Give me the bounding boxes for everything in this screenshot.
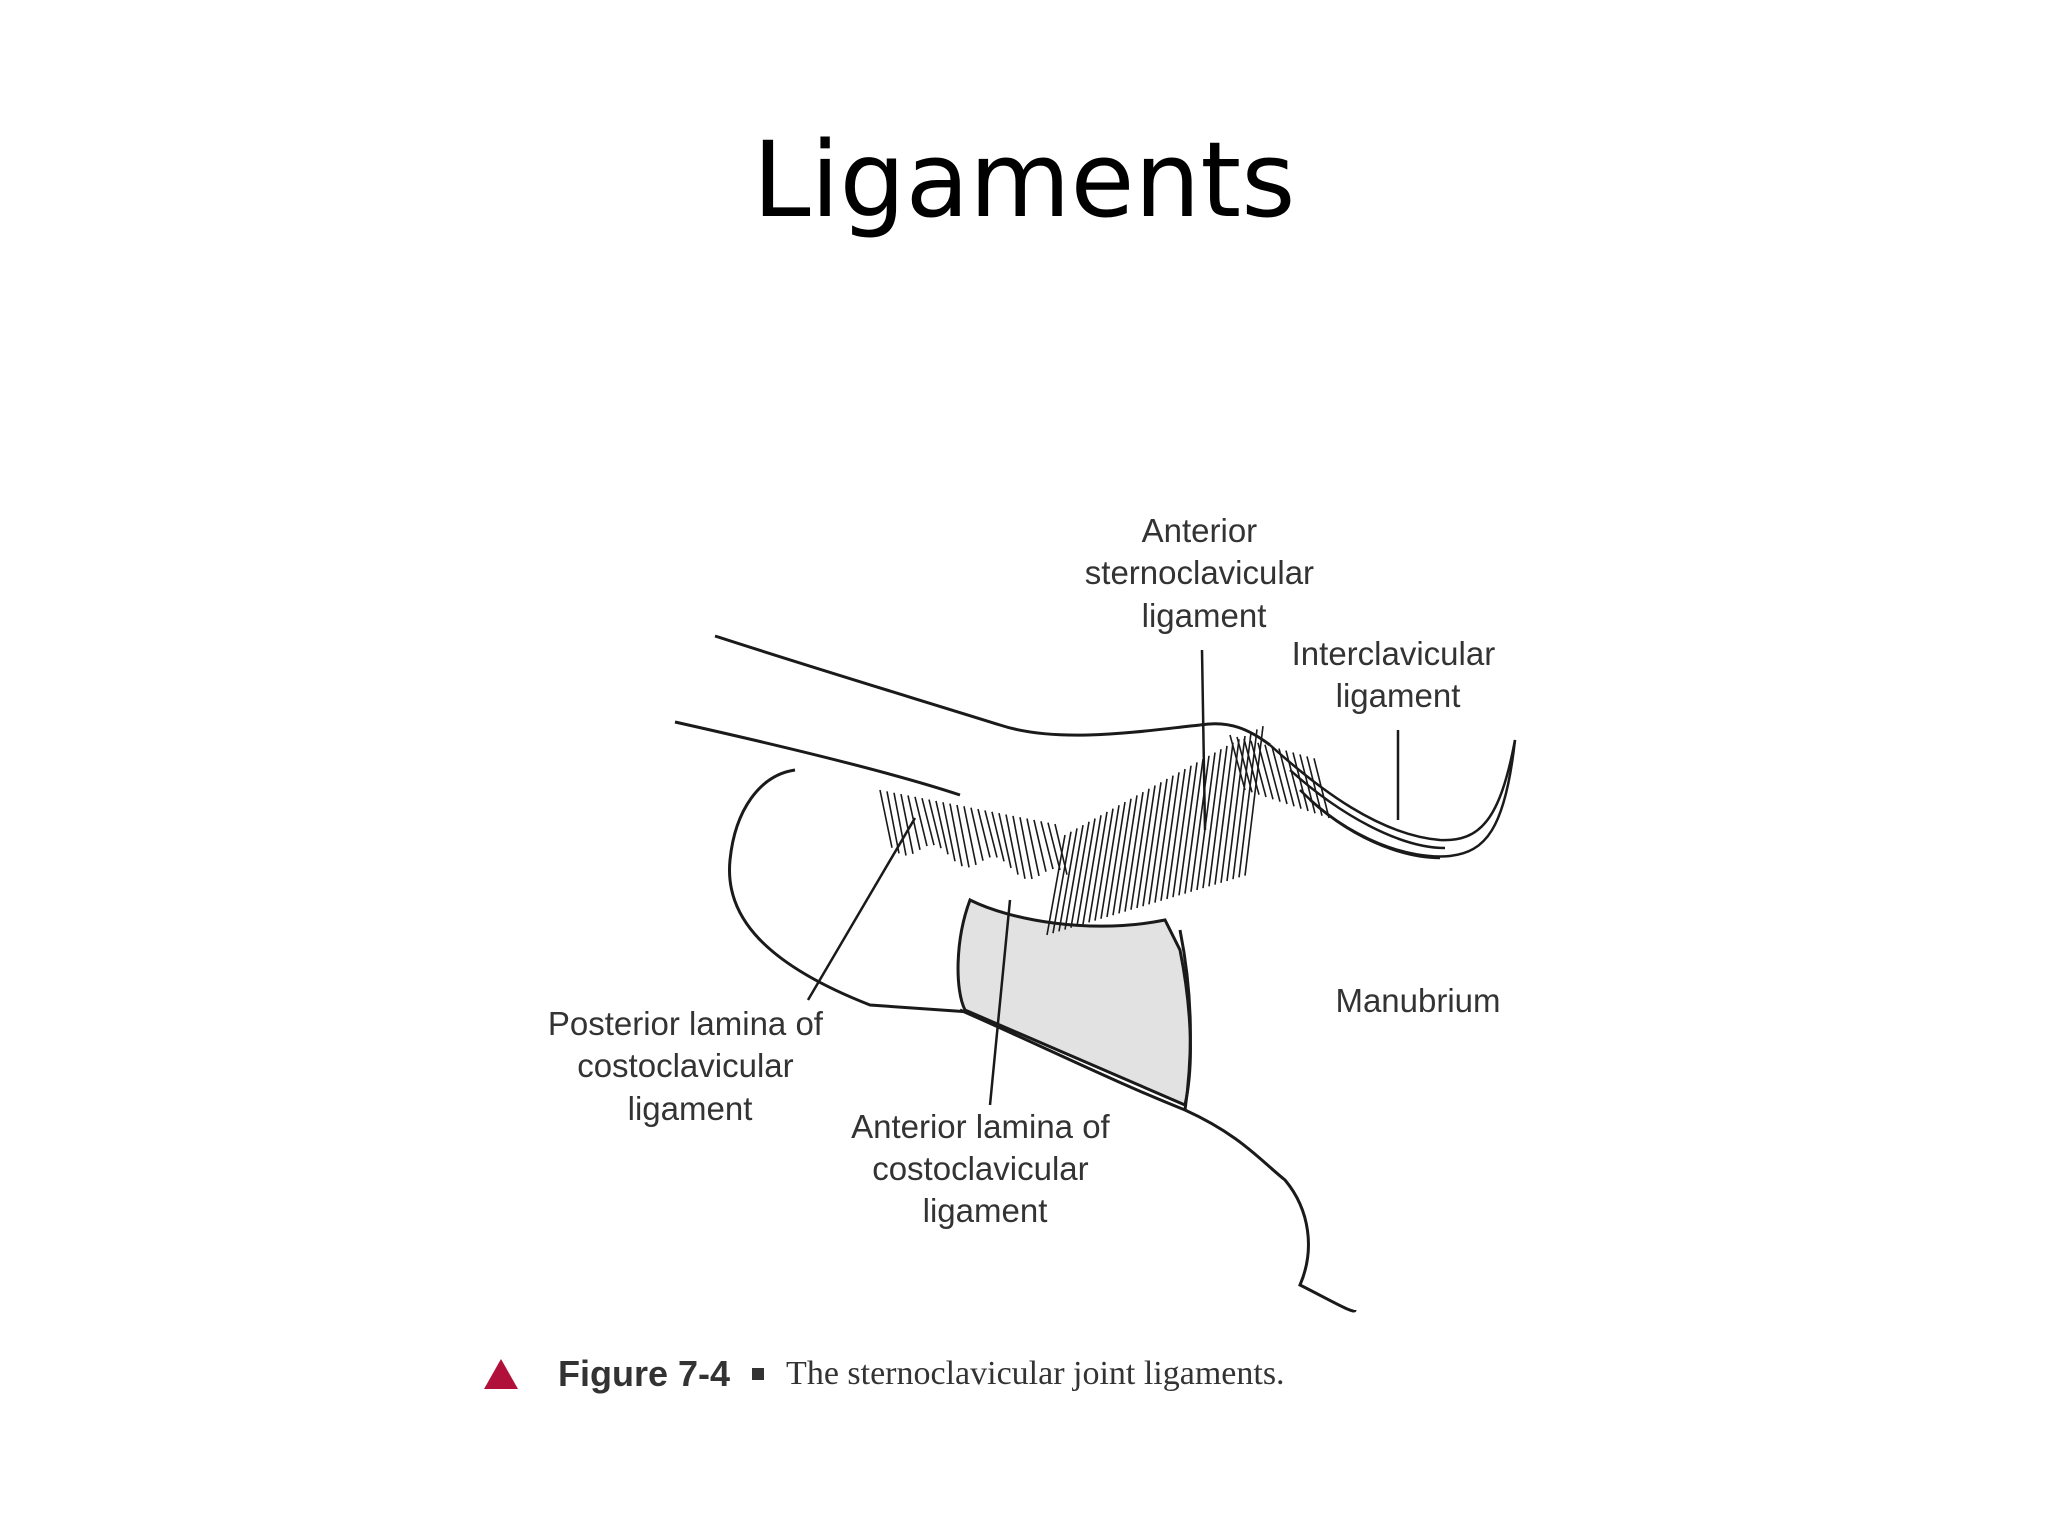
ligament-fiber: [928, 799, 942, 849]
ligament-fiber: [1118, 795, 1138, 914]
manubrium-articular-edge: [1178, 929, 1192, 1111]
ligament-fiber: [963, 806, 977, 866]
ligament-fiber: [1154, 775, 1174, 903]
ligament-fiber: [1160, 772, 1180, 901]
ligament-fiber: [1058, 828, 1078, 932]
ligament-fiber: [1070, 821, 1090, 928]
ligament-fiber: [1220, 739, 1240, 883]
clavicle: [674, 634, 1271, 797]
ligament-fiber: [1046, 834, 1066, 936]
ligament-fibers: [879, 726, 1330, 936]
label-manubrium: Manubrium: [1335, 982, 1500, 1019]
ligament-fiber: [1112, 798, 1132, 916]
ligament-fiber: [998, 812, 1012, 869]
ligament-fiber: [886, 791, 900, 854]
caption-figure-number: Figure 7-4: [558, 1353, 731, 1394]
ligament-fiber: [1285, 750, 1302, 809]
ligament-fiber: [1076, 818, 1096, 927]
ligament-fiber: [1184, 758, 1204, 894]
ligament-fiber: [1047, 822, 1061, 871]
ligament-fiber: [1299, 754, 1316, 814]
ligament-fiber: [1214, 742, 1234, 885]
ligament-fiber: [1094, 808, 1114, 921]
ligament-fiber: [1229, 734, 1246, 791]
ligament-fiber: [1040, 821, 1054, 870]
label-posterior-lamina: Posterior lamina of costoclavicular liga…: [548, 1005, 832, 1127]
leader-lines: [806, 649, 1400, 1106]
ligament-fiber: [1250, 740, 1267, 798]
ligament-fiber: [1243, 738, 1260, 795]
manubrium-border: [959, 1008, 1357, 1313]
ligament-fiber: [1292, 752, 1309, 812]
slide-title: Ligaments: [752, 119, 1296, 241]
ligament-fiber: [1264, 744, 1281, 802]
ligament-fiber: [900, 793, 914, 854]
ligament-fiber: [1033, 819, 1047, 872]
ligament-fiber: [893, 792, 907, 856]
ligament-fiber: [1172, 765, 1192, 898]
ligament-fiber: [991, 811, 1005, 862]
ligament-fiber: [1306, 756, 1323, 816]
ligament-fiber: [1019, 817, 1033, 880]
ligament-fiber: [949, 803, 963, 867]
caption-text: The sternoclavicular joint ligaments.: [786, 1355, 1285, 1392]
caption-triangle-icon: [484, 1359, 518, 1389]
ligament-fiber: [970, 807, 984, 861]
ligament-fiber: [1208, 745, 1228, 887]
ligament-fiber: [1313, 758, 1330, 819]
leader-anterior-lamina: [988, 899, 1012, 1106]
ligament-fiber: [1166, 768, 1186, 900]
caption-square-icon: [752, 1368, 765, 1380]
figure-caption: Figure 7-4 The sternoclavicular joint li…: [484, 1350, 1285, 1398]
ligament-fiber: [1124, 791, 1144, 912]
ligament-fiber: [1202, 749, 1222, 889]
ligament-fiber: [1136, 785, 1156, 909]
ligament-fiber: [942, 802, 956, 862]
ligament-fiber: [914, 796, 928, 847]
ligament-fiber: [1026, 818, 1040, 877]
ligament-fiber: [1082, 815, 1102, 925]
ligament-fiber: [1148, 778, 1168, 905]
ligament-fiber: [956, 804, 970, 868]
ligament-fiber: [1052, 831, 1072, 934]
ligament-fiber: [1088, 811, 1108, 923]
label-interclavicular: Interclavicular ligament: [1292, 635, 1505, 714]
first-rib: [727, 768, 971, 1014]
ligament-fiber: [1064, 824, 1084, 930]
ligament-fiber: [1190, 755, 1210, 892]
leader-posterior-lamina: [806, 817, 917, 1001]
ligament-fiber: [1257, 742, 1274, 800]
ligament-fiber: [1100, 805, 1120, 919]
ligament-fiber: [1106, 801, 1126, 918]
label-anterior-sternoclavicular: Anterior sternoclavicular ligament: [1085, 512, 1323, 634]
ligament-fiber: [1142, 782, 1162, 907]
ligament-fiber: [879, 789, 893, 848]
ligament-fiber: [907, 795, 921, 850]
ligament-fiber: [1236, 736, 1253, 793]
ligament-fiber: [1178, 762, 1198, 896]
ligament-fiber: [1130, 788, 1150, 910]
ligament-fiber: [1012, 815, 1026, 879]
ligament-fiber: [1226, 735, 1246, 882]
ligament-fiber: [935, 800, 949, 855]
leader-anterior-sternoclavicular: [1200, 649, 1207, 831]
ligament-fiber: [984, 810, 998, 858]
ligament-fiber: [1232, 732, 1252, 880]
ligament-fiber: [977, 808, 991, 858]
ligament-fiber: [1278, 748, 1295, 807]
ligament-fiber: [1271, 746, 1288, 805]
ligament-fiber: [921, 797, 935, 846]
label-anterior-lamina: Anterior lamina of costoclavicular ligam…: [851, 1108, 1119, 1229]
ligament-fiber: [1005, 814, 1019, 875]
